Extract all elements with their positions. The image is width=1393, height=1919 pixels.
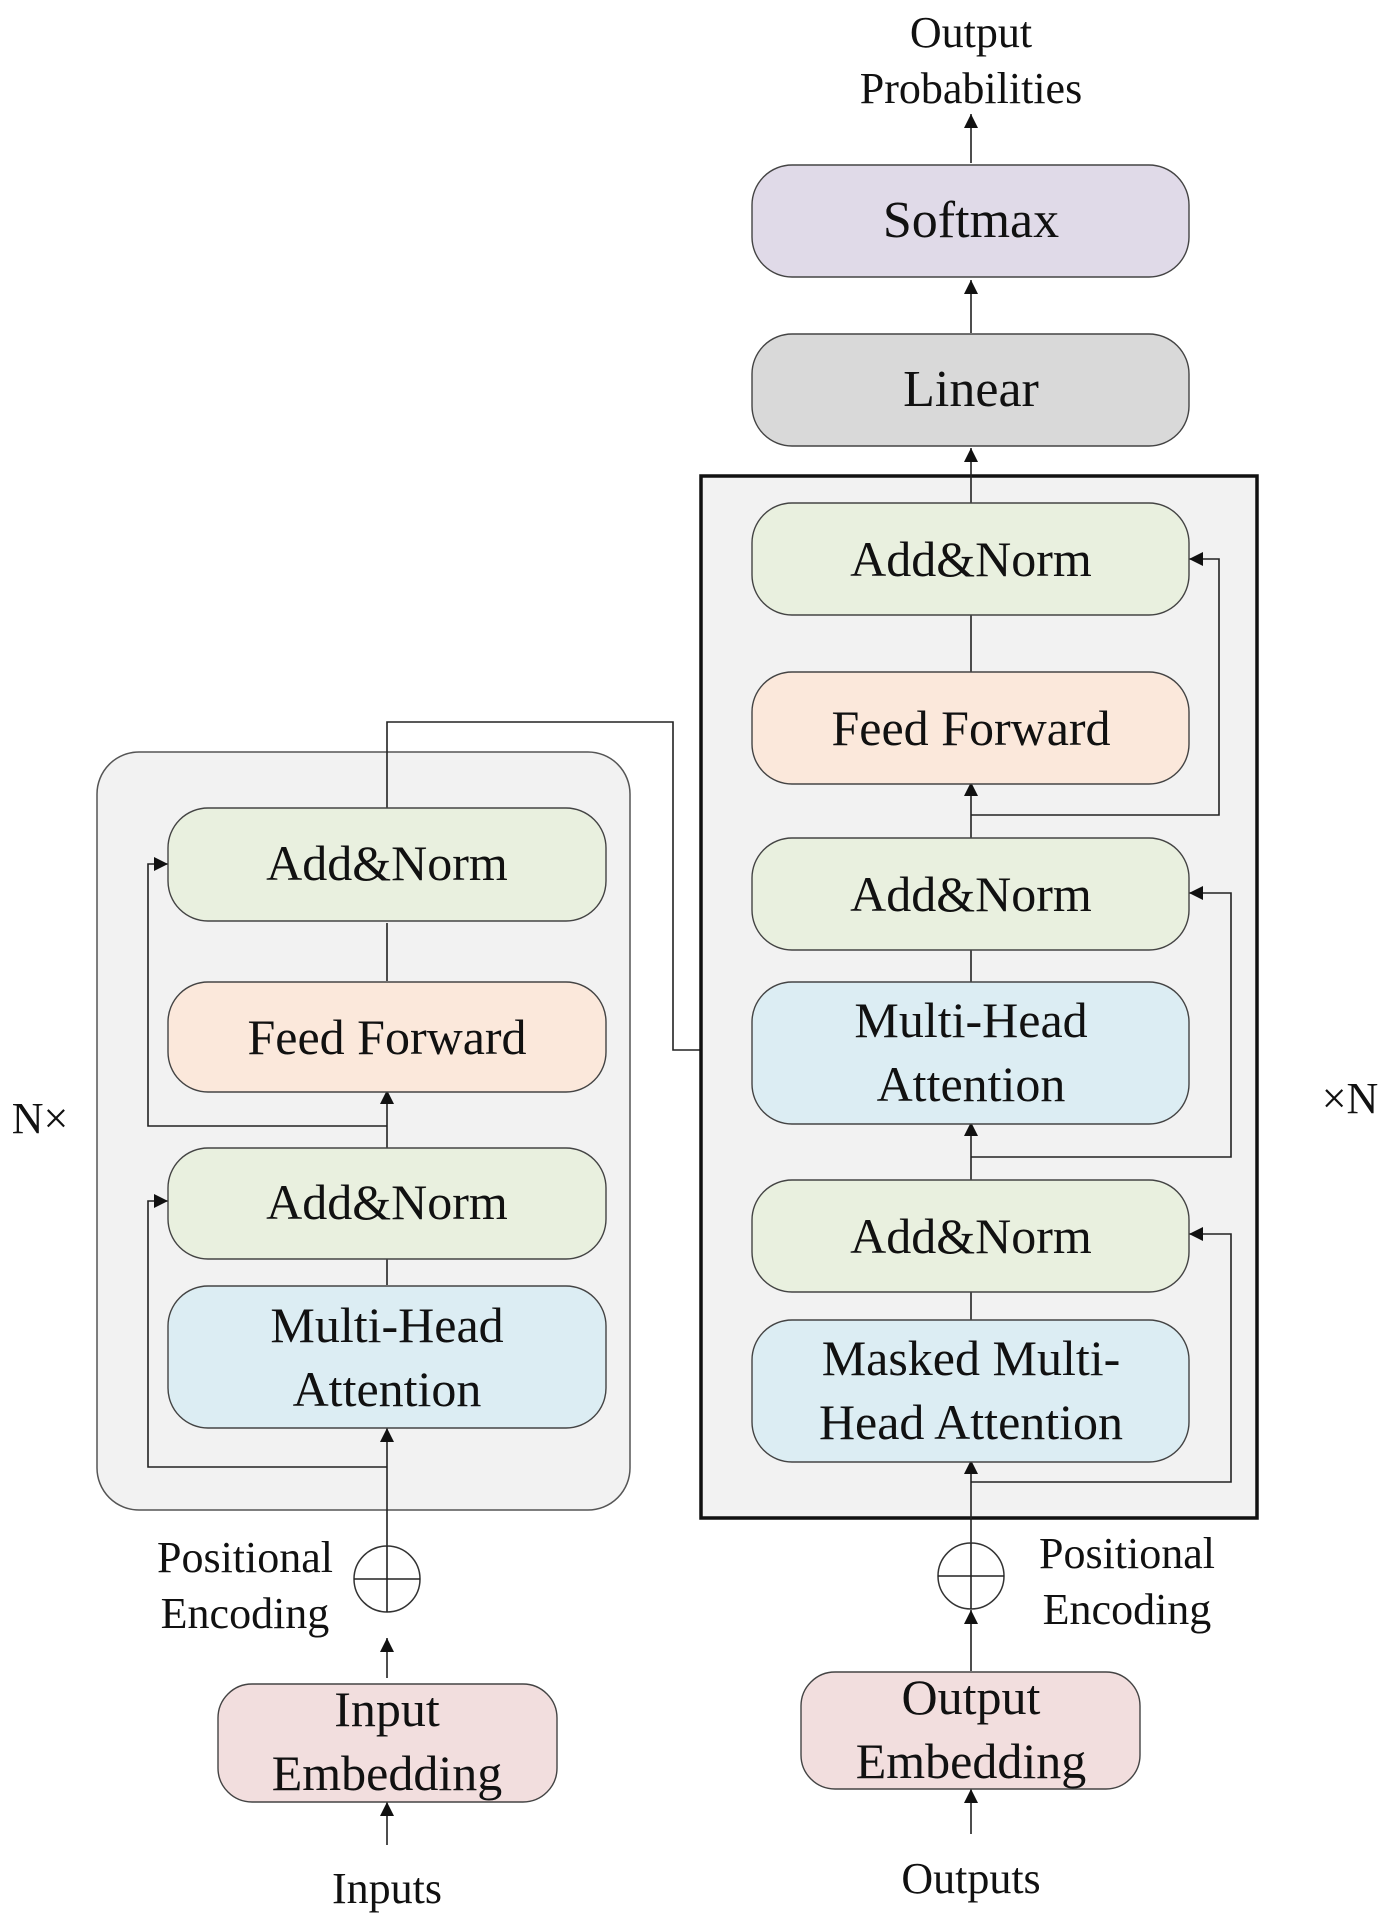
encoder-add-norm-bottom — [167, 1147, 607, 1260]
decoder-positional-label-line1: Positional — [1039, 1529, 1215, 1578]
input-embedding-line1: Input — [334, 1681, 440, 1737]
encoder-positional-label-line1: Positional — [157, 1533, 333, 1582]
output-embedding-line1: Output — [902, 1669, 1041, 1725]
decoder-add-norm-bottom-label: Add&Norm — [850, 1208, 1092, 1264]
encoder-multi-head-attention — [167, 1285, 607, 1429]
decoder-add-norm-top — [751, 502, 1190, 616]
decoder-masked-line1: Masked Multi- — [822, 1330, 1121, 1386]
decoder-repeat-label: ×N — [1322, 1074, 1379, 1123]
output-probabilities-line2: Probabilities — [860, 64, 1082, 113]
decoder-positional-label-line2: Encoding — [1043, 1585, 1212, 1634]
encoder-add-norm-top-label: Add&Norm — [266, 835, 508, 891]
output-embedding-line2: Embedding — [856, 1733, 1087, 1789]
decoder-add-norm-bottom — [751, 1179, 1190, 1293]
softmax-label: Softmax — [883, 192, 1059, 249]
decoder-attention-line2: Attention — [877, 1056, 1066, 1112]
inputs-label: Inputs — [332, 1864, 442, 1913]
encoder-repeat-label: N× — [12, 1094, 69, 1143]
linear-box — [751, 333, 1190, 447]
encoder-attention-line1: Multi-Head — [270, 1297, 503, 1353]
encoder-positional-label-line2: Encoding — [161, 1589, 330, 1638]
decoder-add-norm-middle — [751, 837, 1190, 951]
input-embedding-line2: Embedding — [272, 1745, 503, 1801]
decoder-attention-line1: Multi-Head — [854, 992, 1087, 1048]
decoder-feed-forward-label: Feed Forward — [831, 700, 1110, 756]
decoder-add-norm-top-label: Add&Norm — [850, 531, 1092, 587]
decoder-feed-forward — [751, 671, 1190, 785]
encoder-feed-forward — [167, 981, 607, 1093]
decoder-masked-multi-head-attention — [751, 1319, 1190, 1463]
encoder-attention-line2: Attention — [293, 1361, 482, 1417]
decoder-masked-line2: Head Attention — [819, 1394, 1123, 1450]
input-embedding — [217, 1683, 558, 1803]
outputs-label: Outputs — [901, 1854, 1040, 1903]
softmax-box — [751, 164, 1190, 278]
output-probabilities-line1: Output — [910, 8, 1032, 57]
output-embedding — [800, 1671, 1141, 1790]
encoder-feed-forward-label: Feed Forward — [247, 1009, 526, 1065]
encoder-add-norm-top — [167, 807, 607, 922]
encoder-add-norm-bottom-label: Add&Norm — [266, 1174, 508, 1230]
linear-label: Linear — [903, 361, 1039, 418]
decoder-add-norm-middle-label: Add&Norm — [850, 866, 1092, 922]
decoder-multi-head-attention — [751, 981, 1190, 1125]
